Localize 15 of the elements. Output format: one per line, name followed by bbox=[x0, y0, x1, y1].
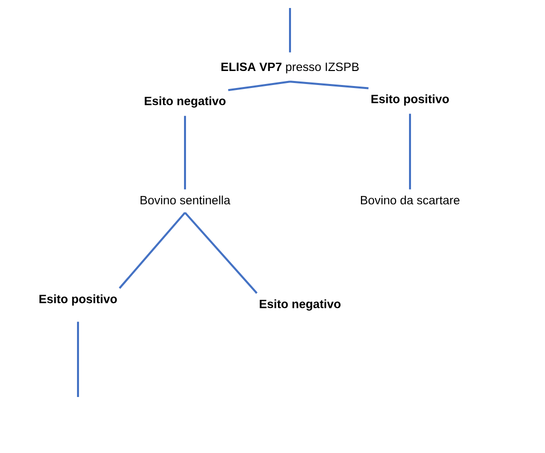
text-label: Esito negativo bbox=[260, 299, 341, 311]
connector-line bbox=[184, 116, 186, 190]
text-label: ELISA VP7 presso IZSPB bbox=[221, 62, 359, 74]
connector-line bbox=[289, 8, 291, 52]
connector-line bbox=[228, 80, 290, 92]
text-label: Bovino sentinella bbox=[140, 196, 230, 204]
connector-line bbox=[77, 322, 79, 397]
text-label: Esito negativo bbox=[144, 96, 226, 108]
connector-line bbox=[409, 114, 411, 190]
connector-line bbox=[290, 80, 369, 90]
connector-line bbox=[184, 212, 258, 294]
text-label: Bovino da scartare bbox=[360, 196, 460, 204]
text-label: Esito positivo bbox=[39, 294, 117, 306]
connector-line bbox=[118, 212, 186, 289]
text-label: Esito positivo bbox=[371, 94, 449, 106]
